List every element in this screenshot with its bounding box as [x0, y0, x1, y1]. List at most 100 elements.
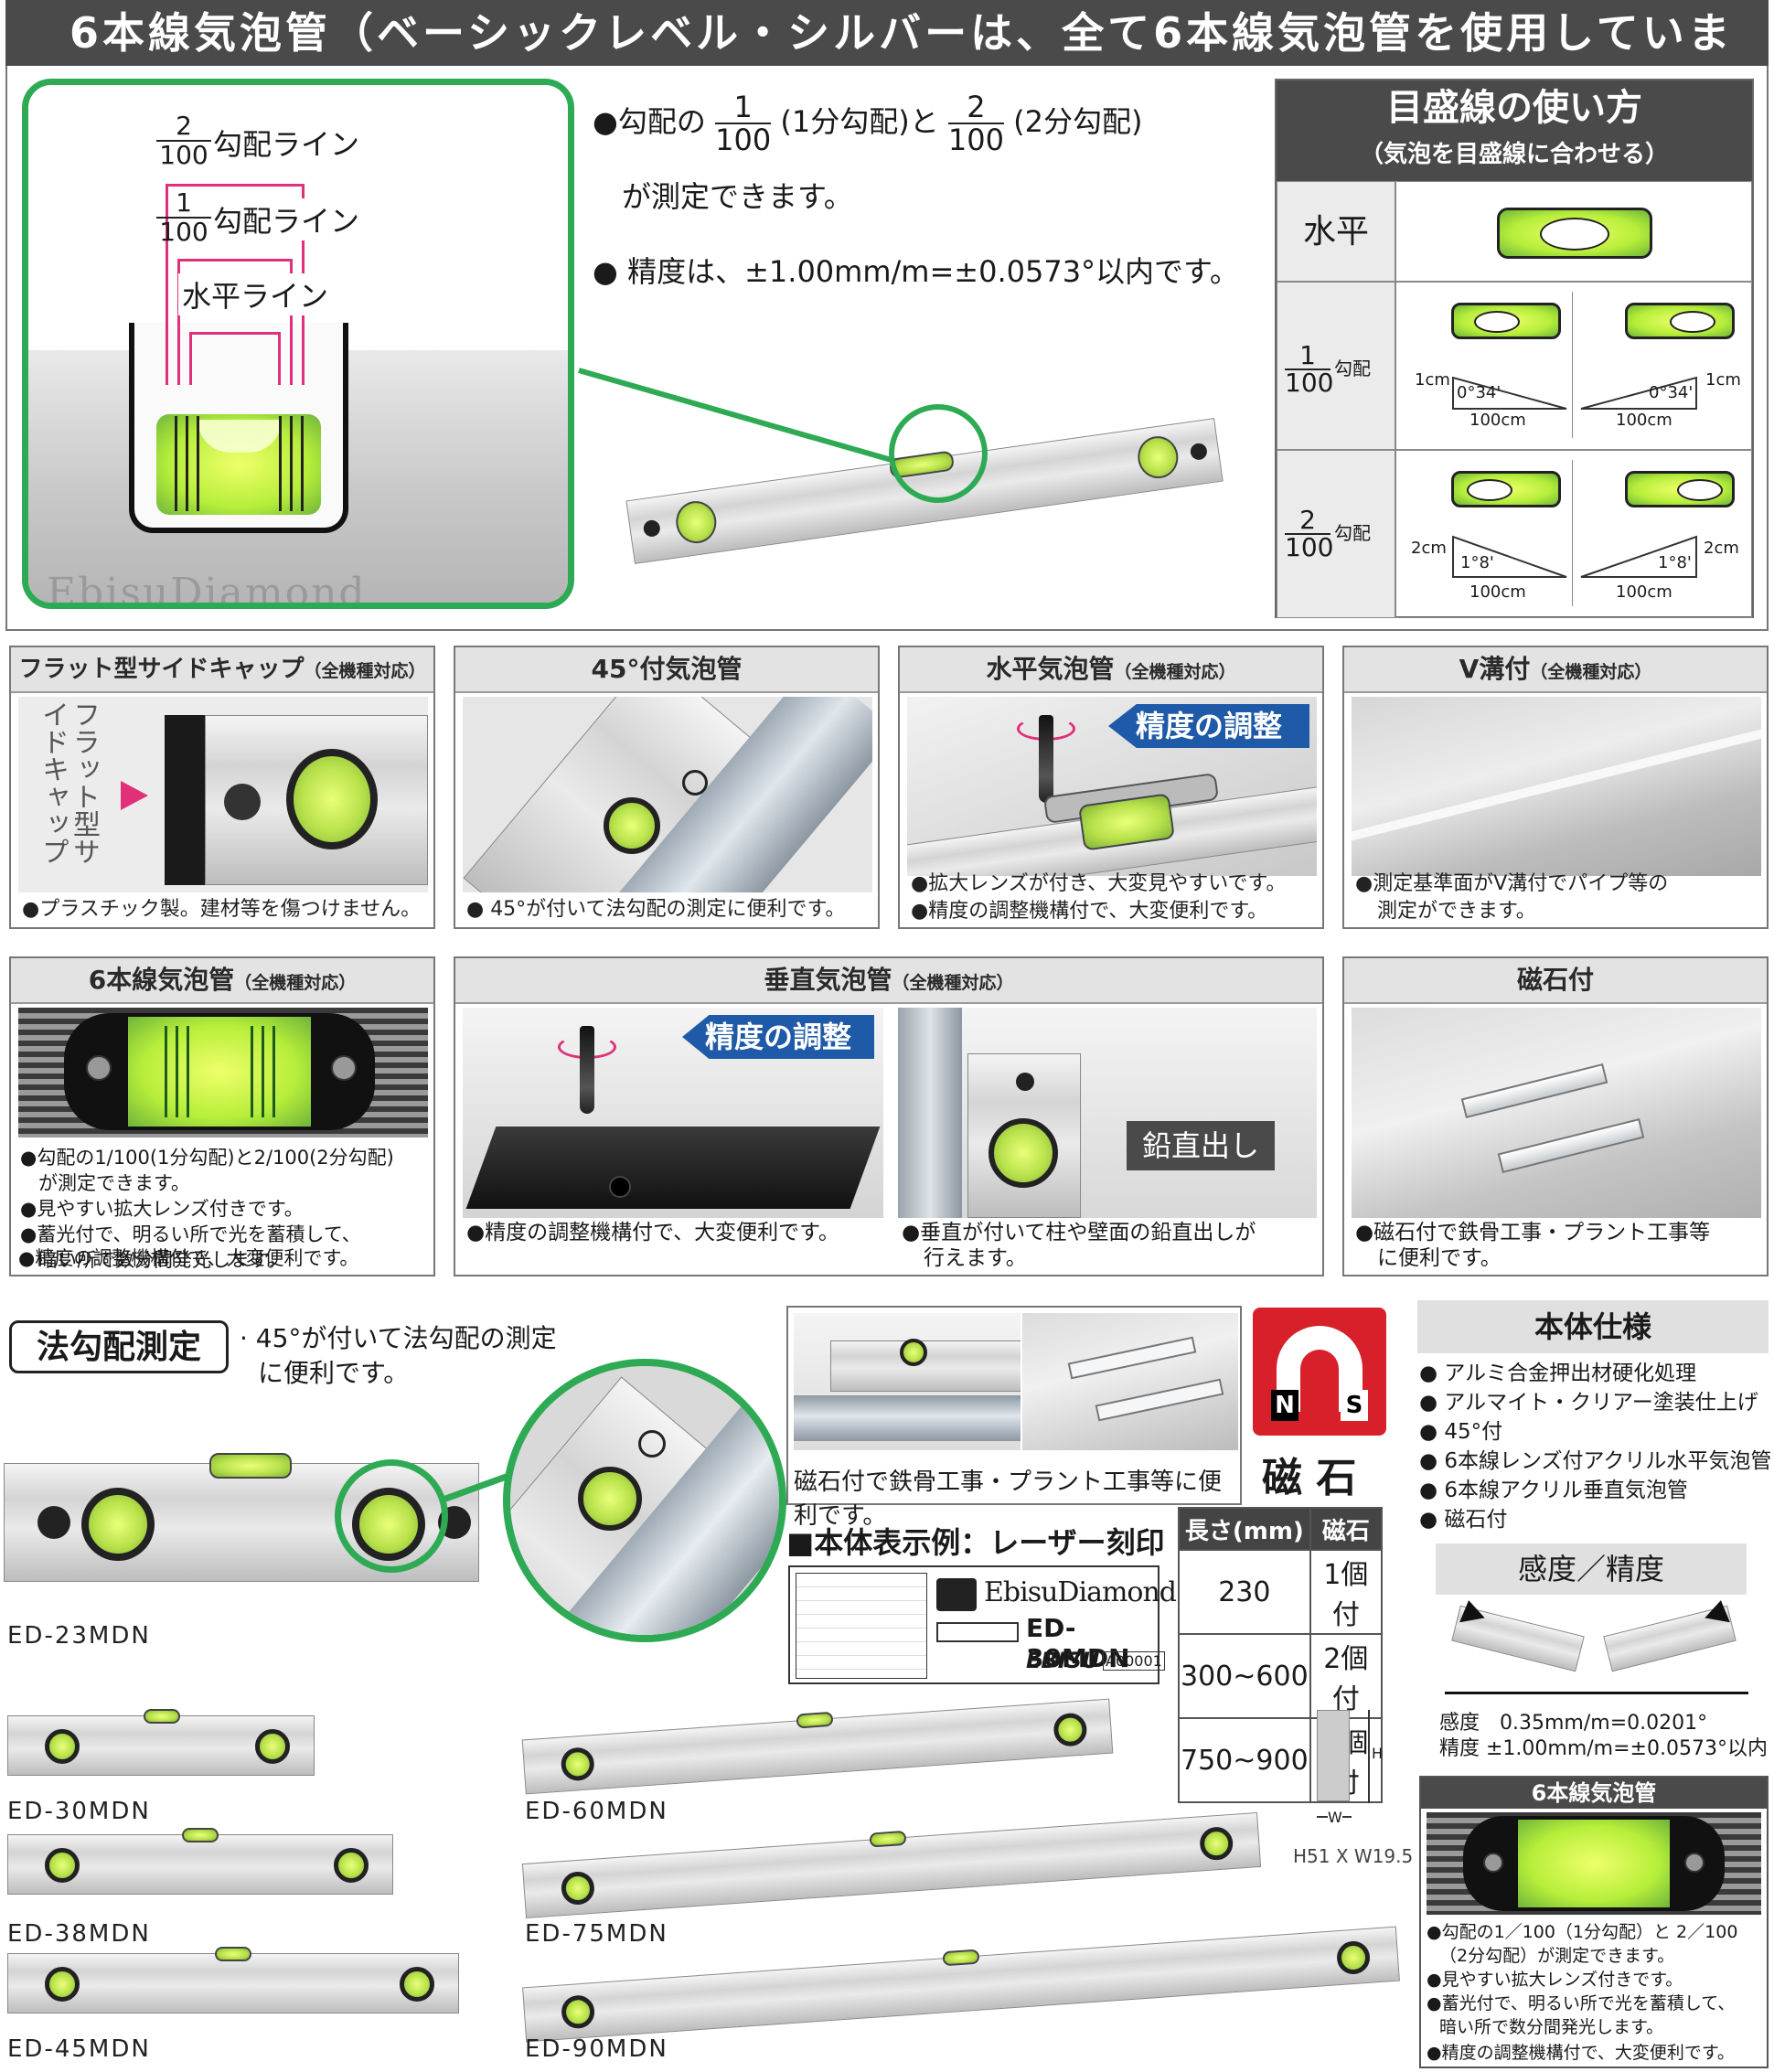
- hole-icon: [609, 1176, 631, 1198]
- magnet-n-label: N: [1271, 1390, 1298, 1421]
- model-label: ED-38MDN: [7, 1920, 151, 1948]
- spec-item: ● 6本線アクリル垂直気泡管: [1419, 1479, 1688, 1502]
- sensitivity-baseline: [1445, 1692, 1748, 1694]
- table-cell: 230: [1178, 1549, 1311, 1635]
- hero-section: 2 100 勾配ライン 1 100 勾配ライン 水平ライン EbisuDiamo…: [5, 66, 1769, 631]
- hole-icon: [1016, 1073, 1034, 1091]
- side-cap-label: フラット型サイドキャップ: [37, 700, 100, 865]
- feature-caption: ●拡大レンズが付き、大変見やすいです。: [911, 872, 1287, 895]
- vial-line: [273, 1026, 275, 1117]
- vial-diagram-tilted: [1451, 471, 1561, 507]
- magnet-s-label: S: [1341, 1390, 1368, 1421]
- guide-horizontal-bracket: [189, 332, 281, 385]
- end-vial: [560, 1746, 595, 1782]
- slope-angle: 0°34': [1457, 383, 1501, 402]
- screw-icon: [86, 1055, 112, 1081]
- magnet-photo-left: [794, 1313, 1021, 1450]
- end-vial: [1335, 1939, 1372, 1976]
- slope-angle: 1°8': [1658, 553, 1692, 572]
- screw-icon: [331, 1055, 357, 1081]
- label-1-100-fraction: 1 100: [156, 189, 211, 246]
- model-label: ED-30MDN: [7, 1798, 151, 1825]
- vial-45: [578, 1467, 642, 1531]
- zoom-detail-circle: [503, 1359, 786, 1642]
- end-vial: [81, 1488, 155, 1561]
- six-line-caption: 暗い所で数分間発光します。: [1439, 2017, 1664, 2037]
- dim-h-line: [1368, 1710, 1370, 1803]
- vial-diagram-tilted: [1451, 303, 1561, 339]
- feature-horizontal-vial: 水平気泡管（全機種対応） 精度の調整 ●拡大レンズが付き、大変見やすいです。 ●…: [898, 646, 1324, 929]
- bubble-shape: [1540, 218, 1609, 251]
- slope-base: 100cm: [1616, 582, 1672, 602]
- bubble-shape: [1677, 479, 1723, 501]
- zoom-connector: [578, 368, 905, 466]
- sensitivity-line: 感度 0.35mm/m=0.0201°: [1439, 1712, 1708, 1735]
- label-2-100-text: 勾配ライン: [213, 127, 360, 162]
- feature-photo: [1352, 697, 1761, 876]
- table-cell: 1個付: [1309, 1549, 1384, 1635]
- slope-angle: 0°34': [1649, 383, 1694, 402]
- spec-list: ● アルミ合金押出材硬化処理 ● アルマイト・クリアー塗装仕上げ ● 45°付 …: [1419, 1359, 1771, 1534]
- vial-line: [262, 1026, 264, 1117]
- feature-caption: ●精度の調整機構付で、大変便利です。: [18, 1247, 359, 1269]
- hole-icon: [642, 518, 661, 539]
- fraction-denominator: 100: [1285, 532, 1334, 562]
- feature-title: 6本線気泡管（全機種対応）: [11, 958, 433, 1004]
- magnet-photo-right: [1022, 1313, 1238, 1450]
- end-vial: [286, 749, 378, 849]
- six-line-spec-box: 6本線気泡管 ●勾配の1／100（1分勾配）と 2／100 （2分勾配）が測定で…: [1419, 1776, 1769, 2068]
- plumb-badge: 鉛直出し: [1127, 1121, 1275, 1170]
- feature-title-note: （全機種対応）: [234, 973, 357, 993]
- end-vial: [560, 1870, 596, 1906]
- end-vial: [45, 1729, 80, 1764]
- center-vial: [796, 1711, 834, 1729]
- row-horizontal-label-cell: 水平: [1277, 181, 1395, 282]
- hole-icon: [682, 770, 708, 796]
- feature-flat-side-cap: フラット型サイドキャップ（全機種対応） フラット型サイドキャップ ●プラスチック…: [9, 646, 435, 929]
- feature-title: V溝付（全機種対応）: [1344, 647, 1767, 693]
- end-vial: [45, 1848, 80, 1883]
- hero-bullet-1-line2: が測定できます。: [622, 179, 853, 214]
- hero-bullet-2: ● 精度は、±1.00mm/m=±0.0573°以内です。: [593, 254, 1239, 289]
- fraction-numerator: 2: [1299, 505, 1316, 535]
- end-vial: [45, 1967, 80, 2002]
- level-photo-30: [7, 1709, 315, 1776]
- slope-triangle-right: [1580, 535, 1697, 578]
- model-label: ED-45MDN: [7, 2035, 151, 2063]
- display-maker: EBISU: [1026, 1648, 1100, 1673]
- slope-base: 100cm: [1616, 411, 1672, 430]
- fraction-denominator: 100: [156, 140, 211, 169]
- row-horizontal-diagram-cell: [1395, 181, 1752, 282]
- model-label: ED-60MDN: [525, 1798, 668, 1825]
- fraction: 1 100: [1285, 343, 1333, 396]
- bullet1-post: (2分勾配): [1013, 104, 1143, 139]
- plumb-label: 鉛直出し: [1141, 1128, 1259, 1163]
- scale-guide-box: 目盛線の使い方 （気泡を目盛線に合わせる） 水平 1 100 勾配: [1275, 79, 1754, 618]
- pointer-arrow-icon: [121, 781, 148, 810]
- slope-base: 100cm: [1469, 411, 1526, 430]
- dim-h-label: H: [1372, 1745, 1384, 1762]
- vertical-vial: [989, 1118, 1058, 1188]
- precision-adjust-label: 精度の調整: [704, 1020, 851, 1054]
- center-vial: [215, 1947, 251, 1961]
- six-line-caption: ●見やすい拡大レンズ付きです。: [1427, 1970, 1683, 1990]
- feature-caption: ●見やすい拡大レンズ付きです。: [20, 1198, 304, 1220]
- vial-line: [197, 416, 199, 511]
- level-photo-75: [521, 1811, 1262, 1919]
- slope-text: · 45°が付いて法勾配の測定: [240, 1323, 557, 1353]
- feature-title-text: フラット型サイドキャップ: [18, 656, 305, 683]
- vial-line: [165, 1026, 167, 1117]
- feature-caption: ●勾配の1/100(1分勾配)と2/100(2分勾配): [20, 1147, 394, 1169]
- feature-photo-adjust: 精度の調整: [463, 1008, 883, 1218]
- bullet1-mid: (1分勾配)と: [780, 104, 939, 139]
- feature-45-vial: 45°付気泡管 ● 45°が付いて法勾配の測定に便利です。: [454, 646, 880, 929]
- arrow-up-icon: [1705, 1597, 1734, 1623]
- dim-w-label: W: [1328, 1809, 1342, 1826]
- end-vial: [1198, 1825, 1234, 1862]
- label-1-100-text: 勾配ライン: [213, 198, 360, 240]
- guide-1-100-bracket: [177, 259, 293, 385]
- precision-adjust-tag: 精度の調整: [1108, 704, 1309, 748]
- feature-caption: ● 45°が付いて法勾配の測定に便利です。: [466, 898, 846, 921]
- slope-height: 2cm: [1411, 539, 1447, 558]
- scale-guide-title: 目盛線の使い方: [1386, 87, 1642, 129]
